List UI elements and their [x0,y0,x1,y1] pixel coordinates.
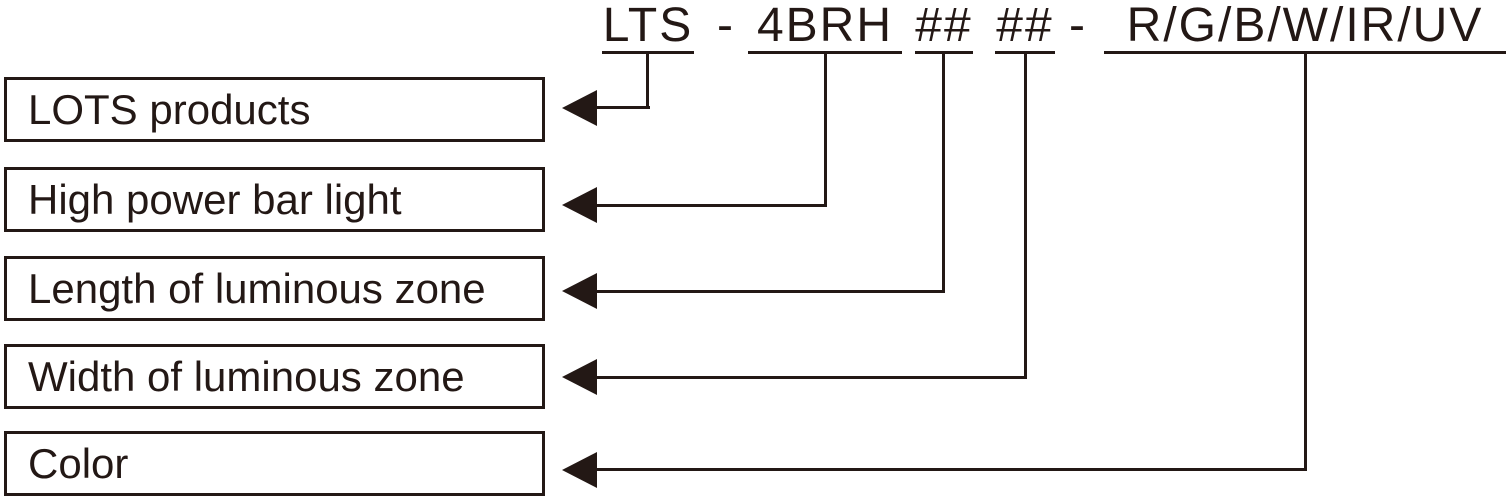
connector-vertical-color [1304,53,1307,471]
code-separator-dash-2: - [1069,0,1087,52]
arrowhead-left-icon [562,90,597,126]
connector-horizontal-4brh [595,204,827,207]
arrowhead-left-icon [562,273,597,309]
connector-horizontal-lts [595,106,650,109]
connector-horizontal-color [595,468,1307,471]
legend-label-high-power-bar-light: High power bar light [28,175,402,223]
connector-vertical-4brh [824,53,827,206]
legend-label-length-of-luminous-zone: Length of luminous zone [28,264,486,312]
legend-box-width-of-luminous-zone: Width of luminous zone [4,344,545,409]
connector-horizontal-width [595,376,1027,379]
arrowhead-left-icon [562,187,597,223]
connector-vertical-width [1024,53,1027,378]
legend-label-lots-products: LOTS products [28,85,311,133]
code-segment-lts: LTS [602,0,694,54]
legend-box-high-power-bar-light: High power bar light [4,167,545,232]
connector-vertical-length [942,53,945,292]
legend-label-width-of-luminous-zone: Width of luminous zone [28,352,465,400]
code-segment-color: R/G/B/W/IR/UV [1104,0,1506,54]
code-separator-dash-1: - [717,0,735,52]
code-segment-width: ## [995,0,1055,54]
legend-box-length-of-luminous-zone: Length of luminous zone [4,256,545,321]
connector-horizontal-length [595,290,945,293]
code-segment-length: ## [915,0,973,54]
connector-vertical-lts [646,53,649,109]
legend-box-lots-products: LOTS products [4,77,545,142]
legend-label-color: Color [28,439,129,487]
arrowhead-left-icon [562,452,597,488]
arrowhead-left-icon [562,359,597,395]
code-segment-4brh: 4BRH [748,0,902,54]
legend-box-color: Color [4,431,545,496]
